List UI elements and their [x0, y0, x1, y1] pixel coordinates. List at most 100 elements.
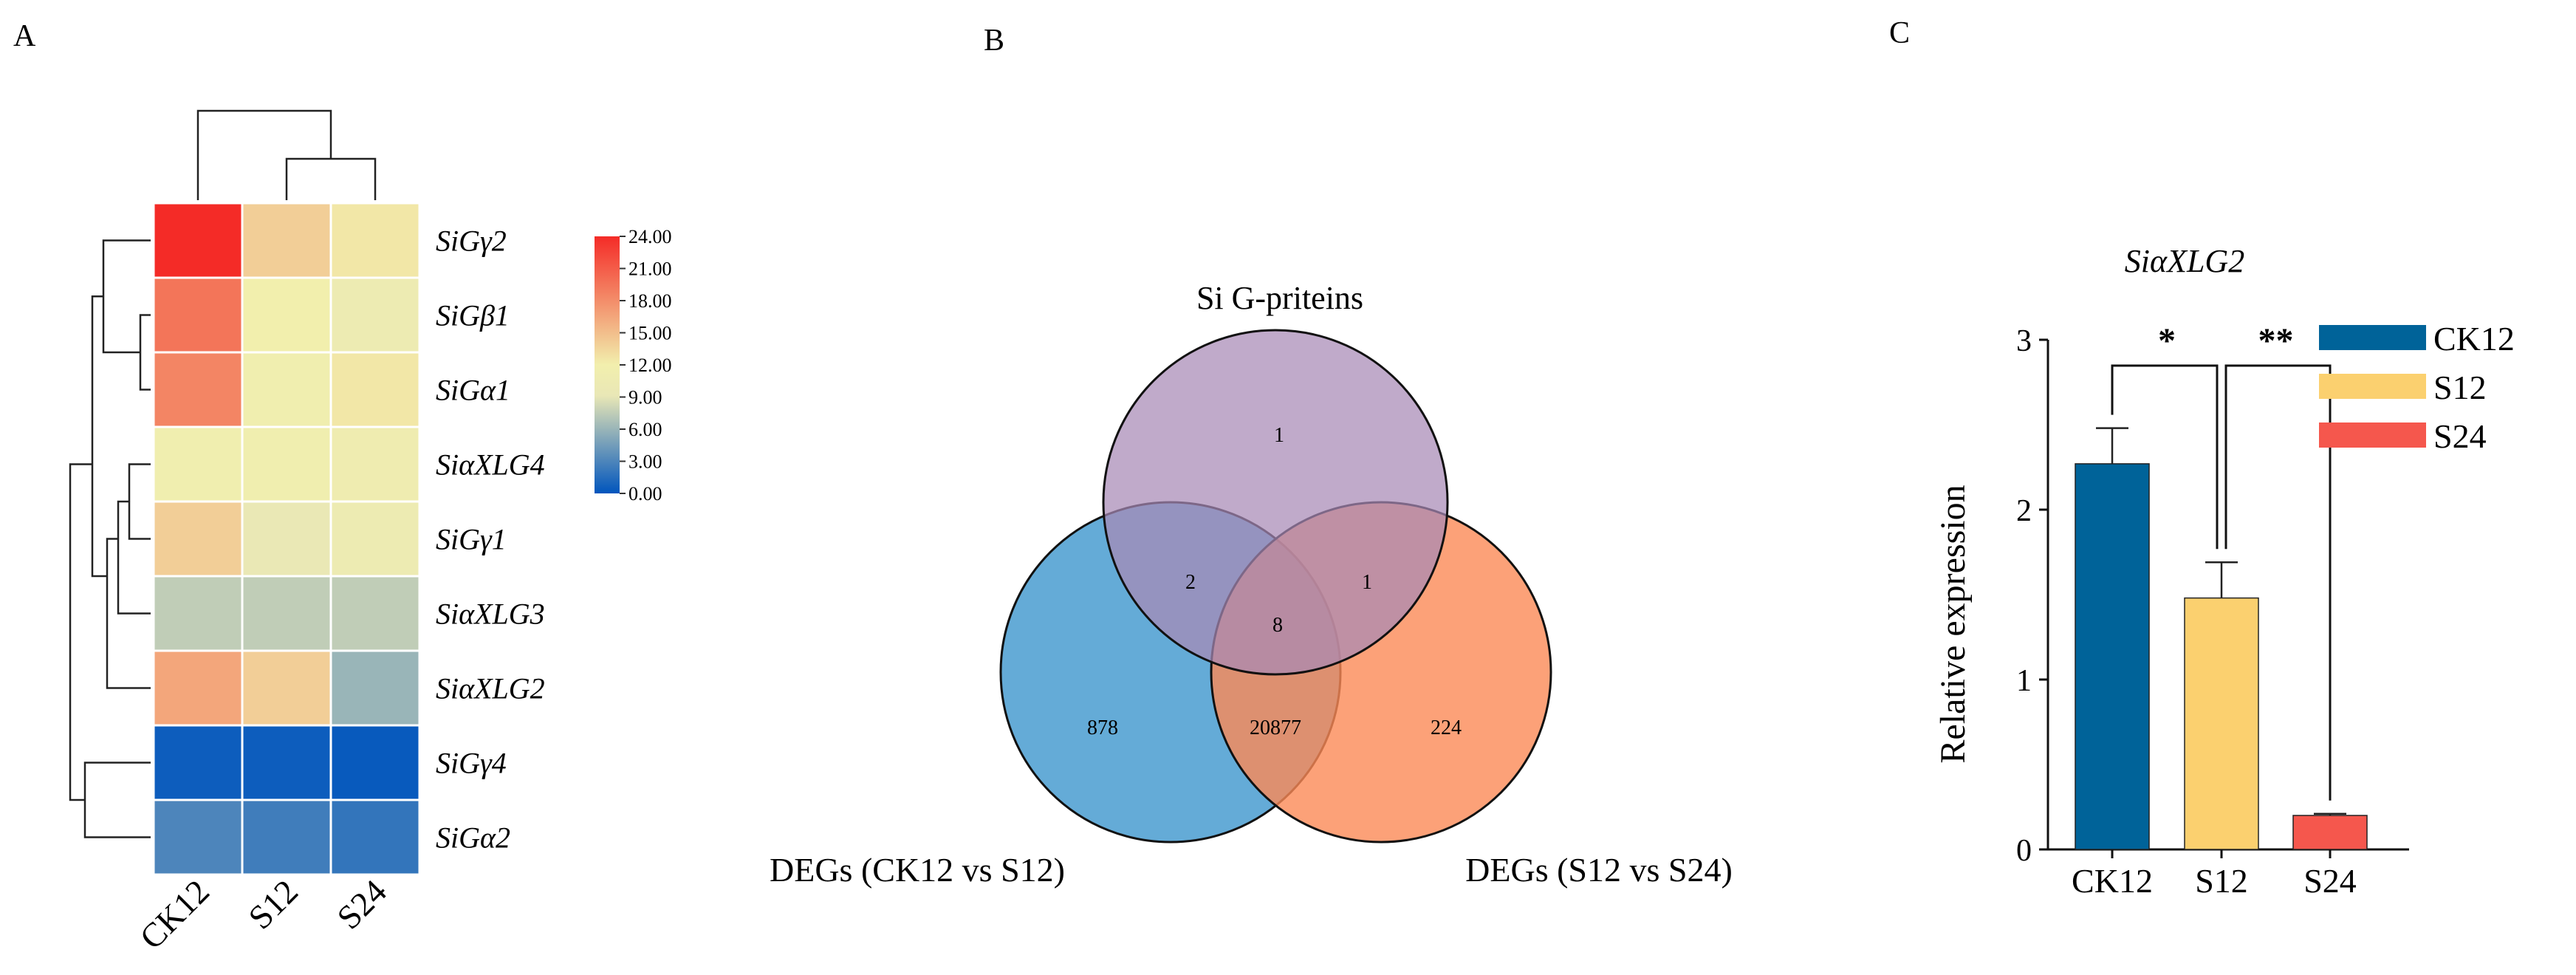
venn-set-label-degs-ck12-s12: DEGs (CK12 vs S12): [770, 851, 1065, 889]
colorbar-ticks: 24.0021.0018.0015.0012.009.006.003.000.0…: [620, 226, 672, 504]
legend-swatch-ck12: [2319, 325, 2426, 350]
heatmap-cell-si-xlg2-s12: [241, 649, 332, 727]
panel-label-b: B: [984, 24, 1004, 58]
heatmap-cell-sig-2-s12: [241, 202, 332, 279]
heatmap-cell-si-xlg4-s12: [241, 425, 332, 503]
bar-x-tick-label: CK12: [2072, 862, 2153, 900]
venn-set-label-si-g-proteins: Si G-priteins: [1196, 280, 1363, 316]
colorbar-gradient: [595, 236, 620, 493]
significance-label: *: [2158, 321, 2176, 360]
row-dendrogram-branch-3: [117, 500, 151, 615]
row-dendrogram-branch-6: [83, 762, 151, 838]
panel-label-c: C: [1889, 16, 1910, 50]
heatmap-cell-sig-1-s12: [241, 351, 332, 428]
bar-y-tick-label: 0: [2016, 834, 2032, 868]
bar-y-tick-label: 3: [2016, 324, 2032, 358]
row-dendrogram-branch-5: [91, 295, 107, 578]
heatmap-colorbar: [595, 236, 620, 493]
row-dendrogram-branch-7: [69, 463, 92, 801]
bar-y-tick-label: 1: [2016, 664, 2032, 698]
heatmap-cell-si-xlg4-s24: [329, 425, 421, 503]
heatmap-cell-sig-1-s24: [329, 276, 421, 354]
heatmap-column-label: CK12: [132, 872, 216, 957]
venn-region-all-three: 8: [1272, 614, 1283, 637]
heatmap-column-labels: CK12 S12 S24: [132, 872, 394, 957]
bar-y-tick-label: 2: [2016, 494, 2032, 528]
heatmap-cell-sig-1-ck12: [152, 276, 244, 354]
heatmap-row-label: SiGγ4: [436, 747, 507, 780]
legend-swatch-s24: [2319, 422, 2426, 448]
bar-ck12: [2075, 463, 2150, 850]
legend-label-s24: S24: [2433, 417, 2487, 455]
venn-region-ck12-s12-and-s12-s24: 20877: [1250, 716, 1301, 739]
bar-s24: [2292, 815, 2368, 850]
significance-bracket: [2224, 364, 2332, 801]
venn-region-g-proteins-ck12: 2: [1185, 571, 1196, 594]
column-dendrogram-branch-1: [196, 109, 332, 200]
colorbar-tick-label: 9.00: [628, 387, 662, 408]
heatmap-cell-si-xlg3-ck12: [152, 575, 244, 652]
colorbar-tick-label: 21.00: [628, 259, 672, 280]
panel-label-a: A: [13, 19, 36, 53]
column-dendrogram: [196, 109, 377, 200]
heatmap-cell-sig-4-ck12: [152, 724, 244, 801]
heatmap-cell-si-xlg2-ck12: [152, 649, 244, 727]
heatmap-cell-sig-4-s12: [241, 724, 332, 801]
heatmap-cell-sig-1-s12: [241, 500, 332, 578]
colorbar-tick-label: 24.00: [628, 226, 672, 247]
heatmap-cell-si-xlg2-s24: [329, 649, 421, 727]
row-dendrogram-branch-4: [106, 538, 151, 689]
significance-label: **: [2258, 321, 2294, 360]
heatmap-row-labels: SiGγ2SiGβ1SiGα1SiαXLG4SiGγ1SiαXLG3SiαXLG…: [436, 225, 545, 855]
row-dendrogram-branch-0: [139, 314, 151, 391]
heatmap-cell-sig-2-s24: [329, 798, 421, 876]
venn-circle-si-g-proteins: [1102, 329, 1449, 676]
heatmap-cell-sig-1-s24: [329, 500, 421, 578]
colorbar-tick-label: 6.00: [628, 419, 662, 440]
row-dendrogram-branch-1: [102, 239, 151, 354]
venn-region-only-s12-s24: 224: [1431, 716, 1462, 739]
heatmap-cells: [152, 202, 421, 876]
bar-chart-significance: ***: [2111, 321, 2332, 801]
row-dendrogram: [69, 239, 151, 838]
heatmap-column-label: S12: [241, 872, 305, 937]
colorbar-tick-label: 18.00: [628, 290, 672, 312]
heatmap-cell-sig-1-s12: [241, 276, 332, 354]
venn-diagram: Si G-priteins DEGs (CK12 vs S12) DEGs (S…: [770, 280, 1733, 889]
row-dendrogram-branch-2: [128, 463, 151, 540]
venn-region-g-proteins-s24: 1: [1362, 571, 1372, 594]
bar-chart-title: SiαXLG2: [2125, 243, 2244, 279]
significance-bracket: [2111, 364, 2219, 550]
heatmap-row-label: SiGα2: [436, 821, 510, 855]
heatmap-cell-sig-2-s12: [241, 798, 332, 876]
heatmap-cell-sig-1-s24: [329, 351, 421, 428]
legend-label-ck12: CK12: [2433, 320, 2515, 358]
heatmap-row-label: SiGγ2: [436, 225, 507, 258]
heatmap-cell-sig-2-ck12: [152, 798, 244, 876]
heatmap-cell-sig-4-s24: [329, 724, 421, 801]
venn-region-only-g-proteins: 1: [1274, 424, 1284, 447]
colorbar-tick-label: 15.00: [628, 323, 672, 344]
column-dendrogram-branch-0: [285, 157, 377, 200]
legend-swatch-s12: [2319, 374, 2426, 399]
bar-chart-ylabel: Relative expression: [1933, 485, 1973, 763]
heatmap-row-label: SiGβ1: [436, 299, 510, 332]
bar-s12: [2184, 597, 2259, 850]
heatmap-cell-sig-2-s24: [329, 202, 421, 279]
heatmap-cell-si-xlg3-s12: [241, 575, 332, 652]
heatmap-cell-sig-2-ck12: [152, 202, 244, 279]
colorbar-tick-label: 0.00: [628, 483, 662, 504]
bar-x-tick-label: S24: [2303, 862, 2357, 900]
heatmap-cell-sig-1-ck12: [152, 500, 244, 578]
heatmap-cell-si-xlg4-ck12: [152, 425, 244, 503]
heatmap-column-label: S24: [329, 872, 394, 937]
heatmap-row-label: SiαXLG3: [436, 598, 545, 631]
venn-set-label-degs-s12-s24: DEGs (S12 vs S24): [1465, 851, 1733, 889]
heatmap-row-label: SiGα1: [436, 374, 510, 407]
heatmap-row-label: SiαXLG2: [436, 672, 545, 705]
heatmap-row-label: SiGγ1: [436, 523, 507, 556]
heatmap-cell-si-xlg3-s24: [329, 575, 421, 652]
